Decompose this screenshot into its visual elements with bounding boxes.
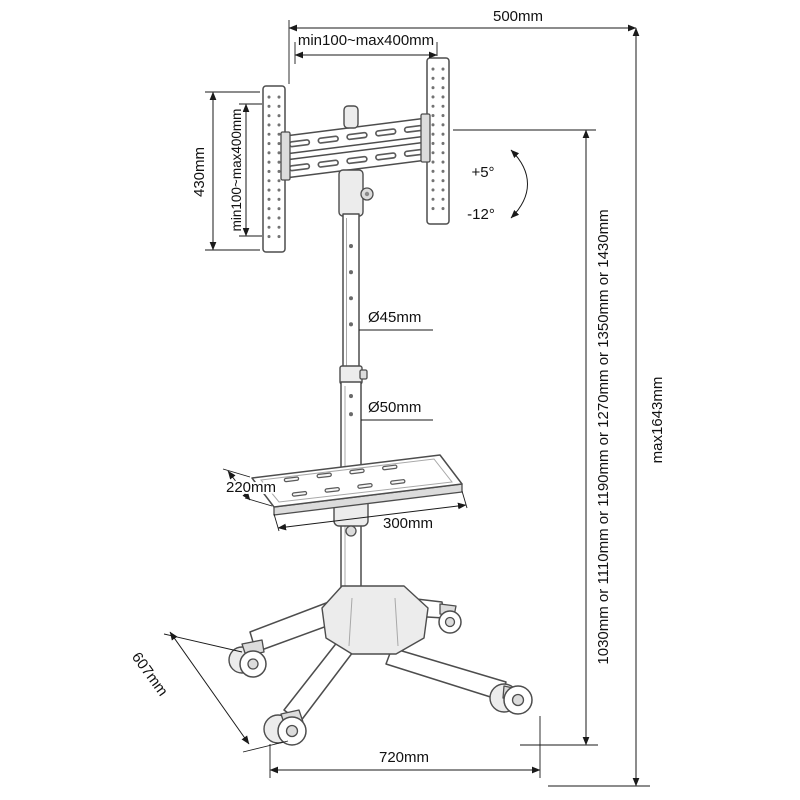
tilt-arc-arrow bbox=[510, 149, 528, 219]
column-heights-label: 1030mm or 1110mm or 1190mm or 1270mm or … bbox=[595, 209, 612, 664]
crossbar-lower-slots-inner bbox=[290, 150, 422, 170]
extension-line bbox=[242, 740, 289, 753]
dim-base-width: 720mm bbox=[269, 716, 541, 778]
dimension-line bbox=[277, 502, 467, 531]
caster-hub bbox=[444, 616, 456, 628]
dim-bracket-height: 430mm bbox=[189, 91, 260, 251]
hub-detail-lines bbox=[348, 597, 399, 647]
caster-front-right bbox=[489, 683, 533, 715]
shelf-width-label: 300mm bbox=[383, 515, 433, 532]
upper-pole-diameter-label: Ø45mm bbox=[368, 309, 421, 326]
dim-column-heights: 1030mm or 1110mm or 1190mm or 1270mm or … bbox=[453, 129, 614, 746]
bracket-height-label: 430mm bbox=[191, 147, 208, 197]
dim-shelf-width: 300mm bbox=[273, 490, 468, 534]
max-height-label: max1643mm bbox=[649, 377, 666, 464]
dim-max-height: max1643mm bbox=[548, 27, 668, 787]
bracket-width-label: 500mm bbox=[493, 8, 543, 25]
shelf-slots-row2-inner bbox=[293, 479, 415, 496]
base-center-hub bbox=[321, 585, 429, 655]
tilt-down-label: -12° bbox=[467, 206, 495, 223]
wheeled-base bbox=[228, 585, 533, 746]
tilt-lock-knob-center bbox=[364, 191, 370, 197]
shelf-clamp-knob bbox=[345, 525, 357, 537]
tilt-head-bracket bbox=[338, 169, 364, 217]
base-leg-front-right bbox=[385, 647, 507, 701]
caster-hub bbox=[511, 693, 525, 707]
tv-mount-bracket bbox=[262, 57, 450, 253]
extension-line bbox=[222, 468, 251, 478]
vesa-height-label: min100~max400mm bbox=[229, 109, 244, 232]
dim-vesa-height: min100~max400mm bbox=[227, 103, 262, 237]
telescopic-pole bbox=[339, 213, 368, 605]
dim-tilt-angle: +5° -12° bbox=[465, 149, 528, 225]
dim-shelf-depth: 220mm bbox=[222, 468, 278, 507]
shelf-inner-border bbox=[260, 458, 453, 503]
shelf-depth-label: 220mm bbox=[226, 479, 276, 496]
collar-clamp-bolt bbox=[359, 369, 368, 380]
base-depth-label: 607mm bbox=[128, 649, 171, 699]
caster-hub bbox=[247, 658, 259, 670]
dim-upper-pole-diameter: Ø45mm bbox=[359, 307, 433, 331]
extension-line bbox=[163, 633, 243, 653]
caster-back-right bbox=[438, 603, 462, 634]
pole-upper bbox=[342, 213, 360, 379]
shelf-slots-row1-inner bbox=[285, 464, 407, 481]
lower-pole-diameter-label: Ø50mm bbox=[368, 399, 421, 416]
base-width-label: 720mm bbox=[379, 749, 429, 766]
vesa-width-label: min100~max400mm bbox=[298, 32, 434, 49]
crossbar-upper-slots-inner bbox=[290, 126, 422, 146]
caster-back-left bbox=[228, 639, 267, 678]
caster-hub bbox=[285, 724, 299, 738]
tilt-up-label: +5° bbox=[471, 164, 494, 181]
dim-vesa-width: min100~max400mm bbox=[294, 30, 438, 64]
tilt-knob-top bbox=[343, 105, 359, 129]
crossbar-endplate-right bbox=[420, 113, 431, 163]
dim-lower-pole-diameter: Ø50mm bbox=[361, 397, 433, 421]
dimension-line bbox=[227, 470, 251, 501]
dim-bracket-width: 500mm bbox=[288, 6, 637, 84]
crossbar-endplate-left bbox=[280, 131, 291, 181]
dimension-line bbox=[169, 631, 250, 745]
caster-front-left bbox=[263, 709, 307, 746]
